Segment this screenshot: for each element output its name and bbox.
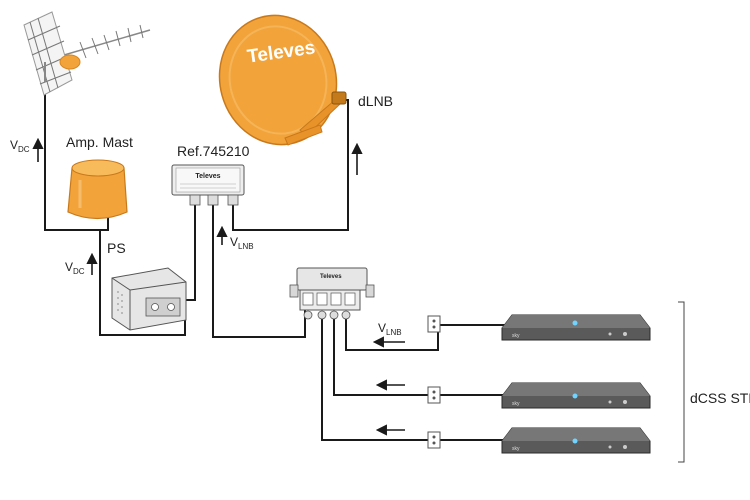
cable-splitter-to-outlet-1 bbox=[345, 315, 439, 351]
wall-outlet-2 bbox=[427, 386, 441, 404]
cable-network bbox=[44, 80, 505, 441]
cable-ref-to-splitter bbox=[212, 205, 306, 338]
wall-outlet-1 bbox=[427, 315, 441, 333]
stb-1: sky bbox=[501, 314, 651, 341]
vlnb-label-ref: VLNB bbox=[230, 235, 254, 251]
cable-amp-to-ps bbox=[99, 215, 186, 336]
vdc-label-ps: VDC bbox=[65, 260, 85, 276]
power-supply bbox=[111, 267, 187, 331]
cable-ps-to-ref bbox=[185, 205, 196, 301]
amp-mast bbox=[67, 159, 128, 220]
signal-arrows bbox=[32, 137, 405, 436]
stb-3-logo: sky bbox=[512, 446, 520, 452]
stb-2-logo: sky bbox=[512, 401, 520, 407]
ref-logo: Televes bbox=[195, 173, 220, 180]
ps-label: PS bbox=[107, 240, 126, 256]
amp-mast-label: Amp. Mast bbox=[66, 134, 133, 150]
vlnb-label-stb: VLNB bbox=[378, 321, 402, 337]
ref-745210-device: Televes bbox=[171, 164, 245, 206]
cable-splitter-to-outlet-2 bbox=[333, 315, 428, 396]
splitter-device: Televes bbox=[289, 267, 375, 320]
vdc-label-antenna: VDC bbox=[10, 138, 30, 154]
dcss-stb-label: dCSS STB bbox=[690, 390, 750, 406]
cable-splitter-to-outlet-3 bbox=[321, 315, 428, 441]
stb-1-logo: sky bbox=[512, 333, 520, 339]
wall-outlet-3 bbox=[427, 431, 441, 449]
satellite-dish: Televes bbox=[218, 14, 347, 146]
stb-group-bracket bbox=[678, 301, 685, 463]
dlnb-label: dLNB bbox=[358, 93, 394, 109]
splitter-logo: Televes bbox=[320, 274, 342, 280]
ref-745210-label: Ref.745210 bbox=[177, 143, 250, 159]
terrestrial-antenna bbox=[23, 11, 151, 96]
stb-3: sky bbox=[501, 427, 651, 454]
stb-2: sky bbox=[501, 382, 651, 409]
